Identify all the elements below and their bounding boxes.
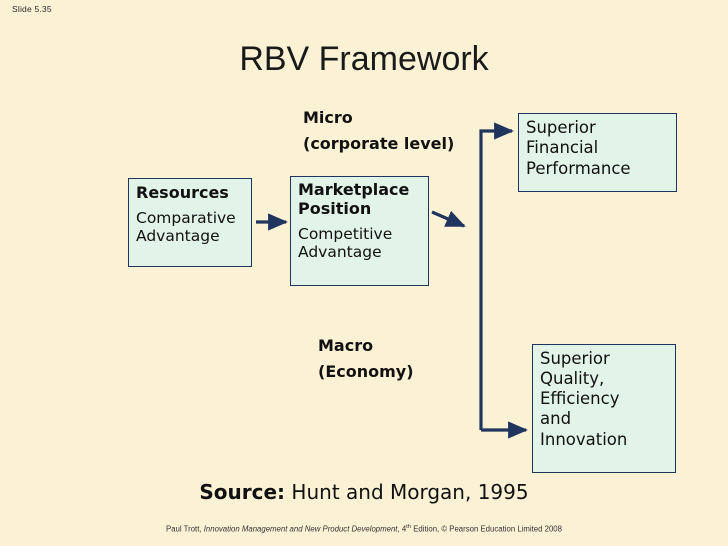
footer-edition-number: 4 — [401, 524, 407, 534]
arrow-trunk-to-financial — [479, 122, 514, 430]
box-marketplace-position: Marketplace Position Competitive Advanta… — [290, 176, 429, 286]
box-quality-line1: Superior — [540, 349, 610, 368]
source-value: Hunt and Morgan, 1995 — [291, 480, 529, 504]
caption-macro: Macro (Economy) — [318, 338, 538, 380]
box-resources-body: Comparative Advantage — [136, 208, 251, 246]
box-marketplace-body-line1: Competitive — [298, 225, 393, 244]
caption-micro: Micro (corporate level) — [303, 110, 523, 152]
caption-micro-line1: Micro — [303, 108, 353, 127]
box-marketplace-body: Competitive Advantage — [298, 225, 428, 262]
caption-macro-line2: (Economy) — [318, 362, 414, 381]
box-financial-line1: Superior — [526, 118, 596, 137]
source-label: Source: — [199, 480, 286, 504]
box-superior-financial-performance: Superior Financial Performance — [518, 113, 677, 192]
box-superior-quality-efficiency-innovation: Superior Quality, Efficiency and Innovat… — [532, 344, 676, 473]
box-resources-body-line1: Comparative — [136, 208, 236, 227]
footer-edition-rest: Edition, © Pearson Education Limited 200… — [413, 524, 562, 534]
arrow-marketplace-to-junction — [431, 210, 466, 228]
footer-credit: Paul Trott, Innovation Management and Ne… — [166, 524, 562, 534]
box-financial-line3: Performance — [526, 158, 631, 178]
box-quality-line3: Efficiency — [540, 389, 620, 409]
footer-edition-ordinal: th — [406, 524, 412, 530]
page-title: RBV Framework — [239, 40, 489, 78]
box-quality-line5: Innovation — [540, 429, 628, 449]
footer-book-title: Innovation Management and New Product De… — [203, 524, 398, 534]
box-financial-line2: Financial — [526, 138, 599, 158]
caption-macro-line1: Macro — [318, 336, 374, 355]
caption-micro-line2: (corporate level) — [303, 134, 455, 153]
box-resources: Resources Comparative Advantage — [128, 178, 252, 267]
box-marketplace-heading: Marketplace Position — [298, 180, 428, 218]
slide-number: Slide 5.35 — [12, 4, 52, 14]
box-marketplace-heading-line1: Marketplace — [298, 180, 410, 199]
box-quality-line4: and — [540, 409, 572, 429]
box-quality-line2: Quality, — [540, 369, 605, 389]
source-line: Source: Hunt and Morgan, 1995 — [0, 480, 728, 504]
box-resources-body-line2: Advantage — [136, 226, 220, 245]
box-marketplace-heading-line2: Position — [298, 198, 372, 218]
footer-author: Paul Trott, — [166, 524, 202, 534]
box-marketplace-body-line2: Advantage — [298, 243, 382, 262]
box-resources-heading: Resources — [136, 183, 229, 202]
